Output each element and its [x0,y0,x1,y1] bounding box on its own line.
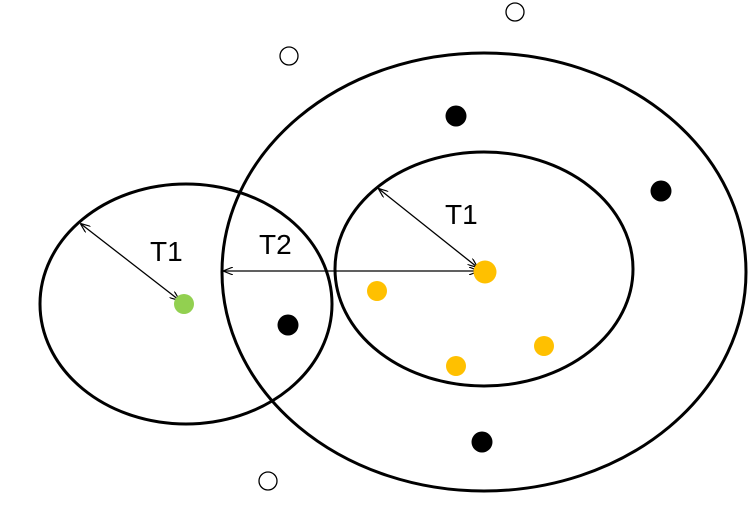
hollow-point [258,471,278,491]
left-circle [38,182,334,426]
right-radius-label: T1 [445,199,478,230]
hollow-point [505,2,525,22]
hollow-point [279,46,299,66]
black-point [650,180,672,202]
yellow-center-point [473,260,497,284]
distance-label: T2 [259,229,292,260]
left-radius-arrow [81,224,179,300]
yellow-point [534,336,554,356]
right-radius-arrow [379,189,477,267]
black-point [277,314,299,336]
black-point [471,431,493,453]
black-point [445,105,467,127]
green-center-point [174,294,194,314]
yellow-point [446,356,466,376]
yellow-point [367,281,387,301]
outer-circle [220,51,748,493]
left-radius-label: T1 [150,236,183,267]
